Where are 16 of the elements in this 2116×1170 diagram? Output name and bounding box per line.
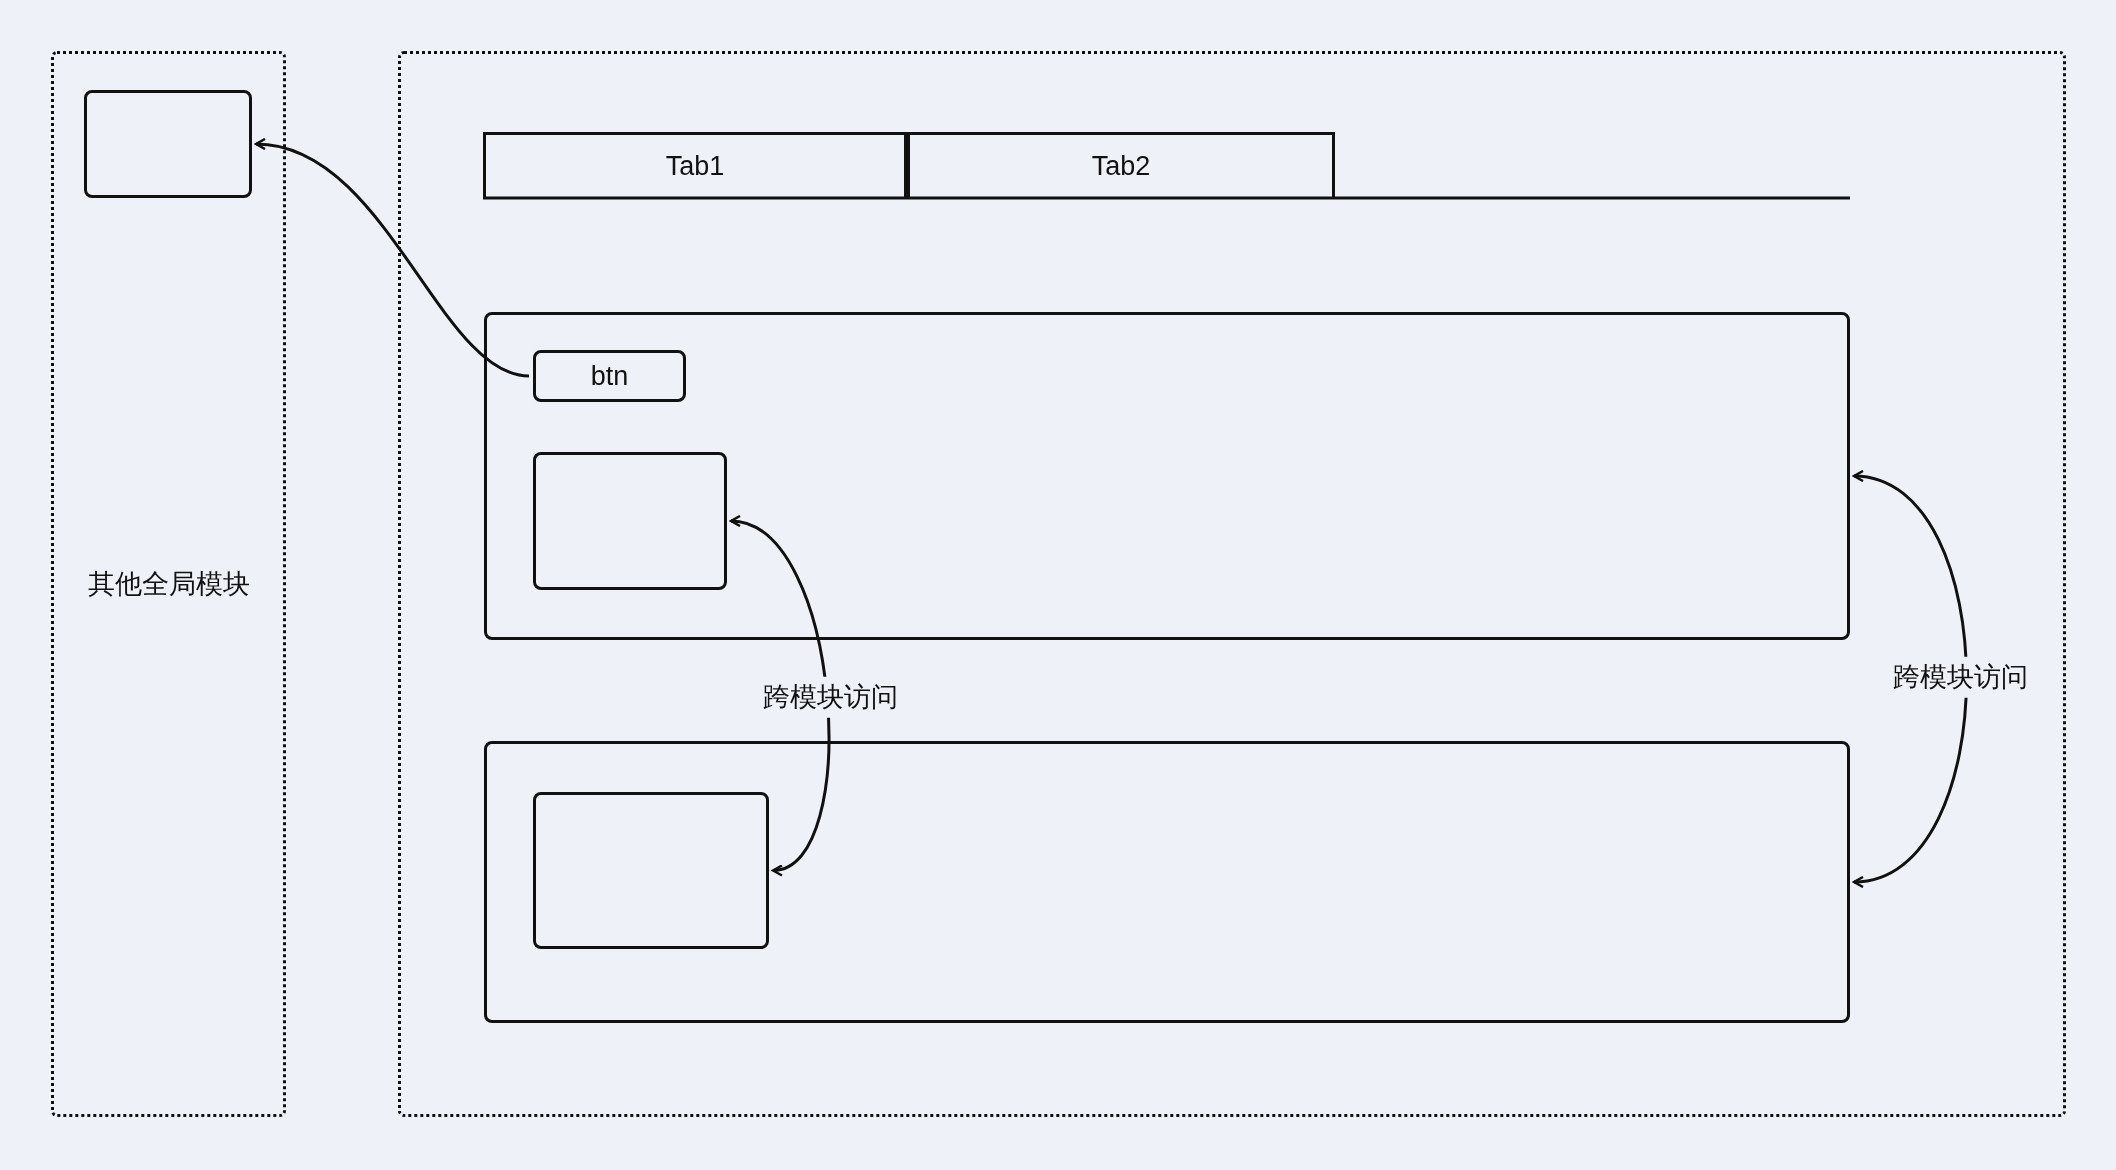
label-text: Tab2 [1091, 150, 1151, 184]
module-panel [51, 51, 286, 1117]
curved-arrow [1852, 471, 1968, 887]
component-box [533, 452, 727, 590]
component-box [84, 90, 252, 198]
curved-arrow [254, 139, 530, 378]
curved-arrow [729, 517, 831, 874]
module-box [484, 312, 1850, 640]
button [533, 350, 686, 402]
tab [907, 132, 1335, 198]
tab [483, 132, 907, 198]
label-text: btn [590, 359, 629, 393]
label-text: Tab1 [665, 150, 725, 184]
module-box [484, 741, 1850, 1023]
label-text: 其他全局模块 [87, 567, 250, 601]
component-box [533, 792, 769, 949]
